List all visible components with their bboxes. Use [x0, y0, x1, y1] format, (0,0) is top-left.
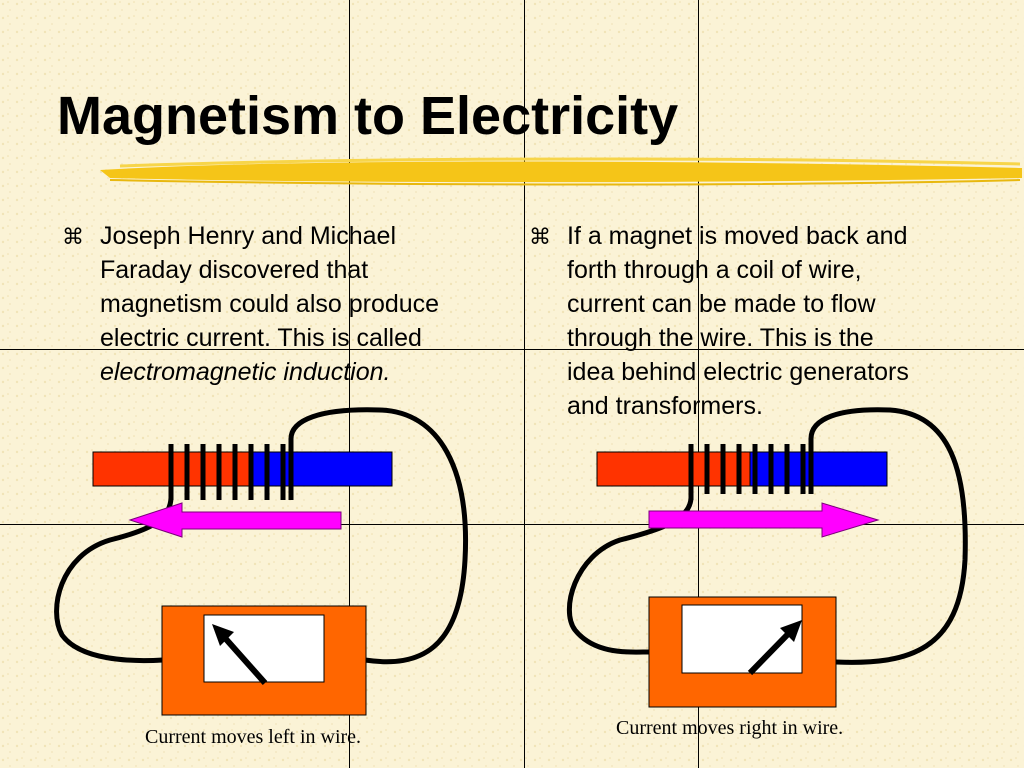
left-bullet: ⌘ Joseph Henry and Michael Faraday disco…: [62, 219, 502, 399]
left-coil: [168, 438, 294, 500]
grid-line-horizontal-2: [0, 524, 1024, 525]
right-wire: [808, 407, 968, 665]
left-bullet-line-1: Joseph Henry and Michael: [100, 222, 396, 250]
right-caption: Current moves right in wire.: [616, 717, 844, 739]
grid-line-horizontal-1: [0, 349, 1024, 350]
left-meter-face: [203, 614, 325, 683]
right-bullet-line-6: and transformers.: [567, 392, 763, 420]
left-induction-diagram: [54, 407, 469, 716]
right-bullet-line-5: idea behind electric generators: [567, 358, 909, 386]
right-bullet-line-1: If a magnet is moved back and: [567, 222, 908, 250]
left-meter-needle-tip: [212, 624, 234, 646]
left-bullet-line-3: magnetism could also produce: [100, 290, 440, 318]
right-induction-diagram: [566, 407, 968, 708]
grid-line-vertical-3: [698, 0, 699, 768]
right-meter-needle-tip: [780, 620, 802, 642]
left-magnet-south: [249, 451, 393, 487]
right-bullet-line-3: current can be made to flow: [567, 290, 876, 318]
slide-title: Magnetism to Electricity: [57, 86, 679, 146]
right-meter-needle: [747, 629, 793, 676]
right-motion-arrow: [648, 502, 880, 538]
left-bullet-line-4: electric current. This is called: [100, 324, 422, 352]
title-highlight-stroke: [100, 157, 1022, 186]
left-motion-arrow: [128, 502, 342, 538]
right-bullet: ⌘ If a magnet is moved back and forth th…: [529, 219, 999, 429]
command-bullet-icon: ⌘: [529, 225, 551, 250]
left-bullet-line-2: Faraday discovered that: [100, 256, 369, 284]
left-bullet-emphasis: electromagnetic induction.: [100, 358, 391, 386]
left-caption: Current moves left in wire.: [145, 726, 362, 748]
grid-line-vertical-1: [349, 0, 350, 768]
command-bullet-icon: ⌘: [62, 225, 84, 250]
grid-line-vertical-2: [524, 0, 525, 768]
left-wire: [288, 407, 469, 665]
left-meter-needle: [222, 636, 268, 685]
right-bullet-line-4: through the wire. This is the: [567, 324, 874, 352]
right-bullet-line-2: forth through a coil of wire,: [567, 256, 862, 284]
right-coil: [688, 438, 814, 500]
